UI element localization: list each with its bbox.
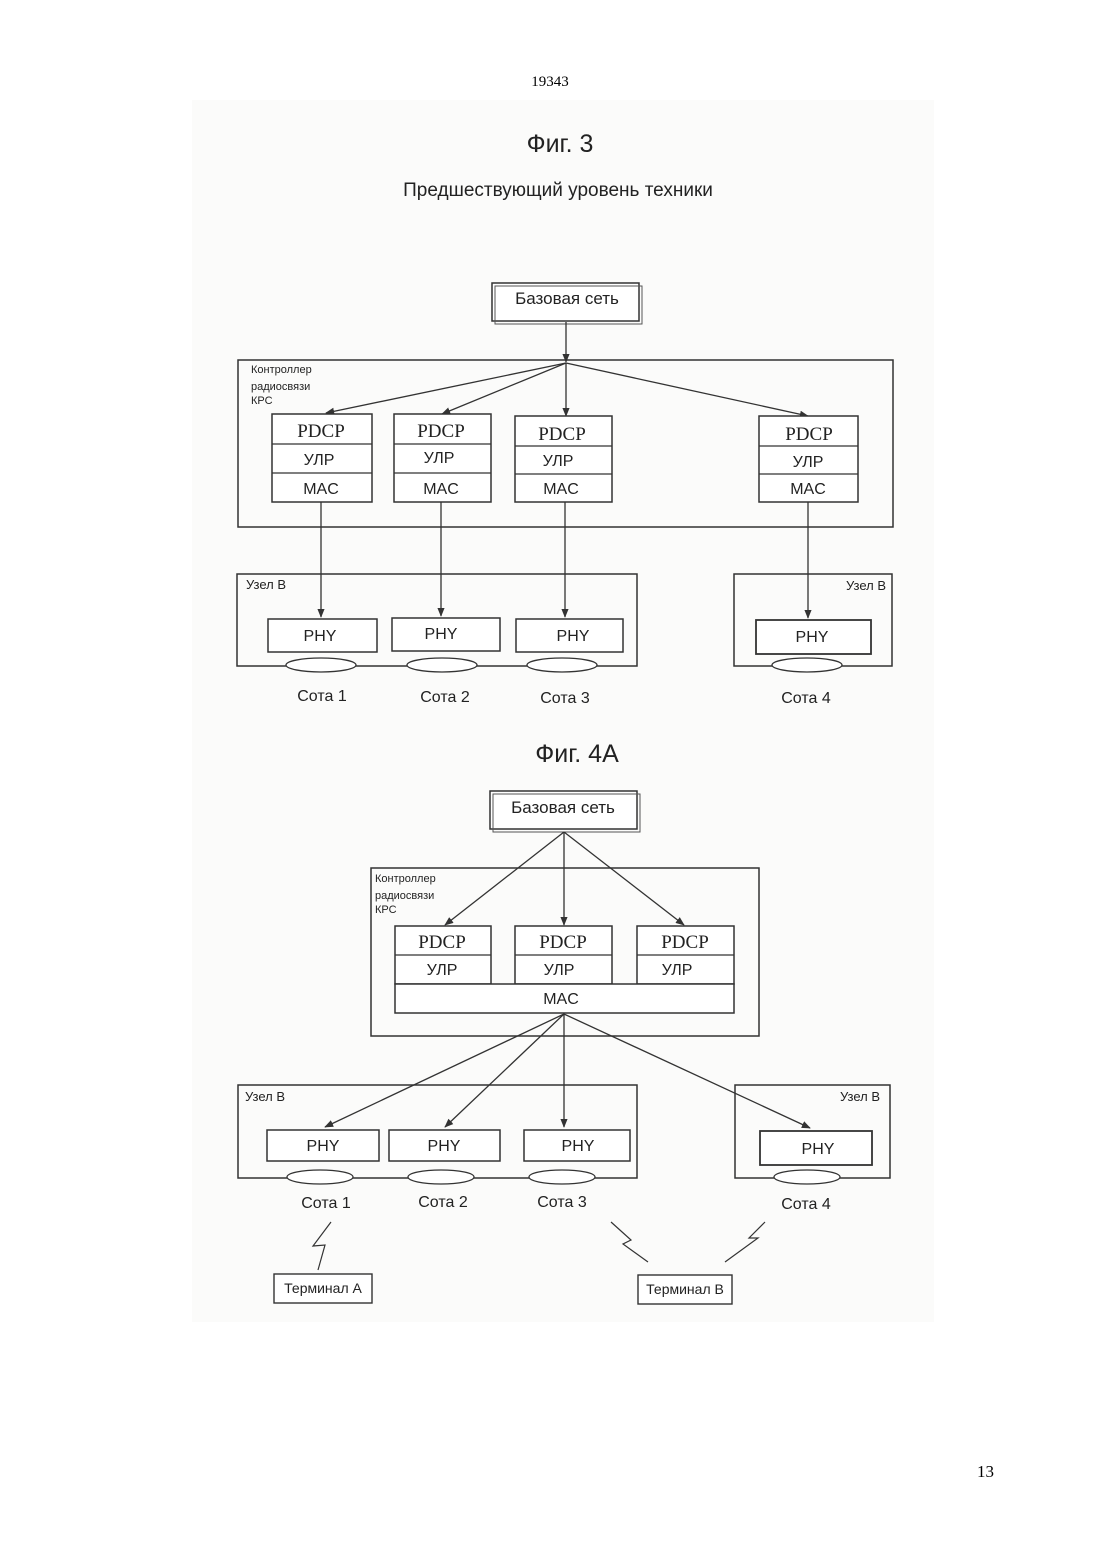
fig4a-cell-2-antenna <box>408 1170 474 1184</box>
fig4a-pdcp-2: PDCP <box>539 932 587 953</box>
figure-4a: Фиг. 4А Базовая сеть Контроллер радиосвя… <box>238 740 890 1304</box>
fig3-pdcp-3: PDCP <box>538 424 586 445</box>
fig4a-phy-3: PHY <box>524 1130 630 1161</box>
fig4a-protocol-stack-2: PDCP УЛР <box>515 926 612 984</box>
fig3-cell-1-label: Сота 1 <box>297 688 347 705</box>
fig3-core-network-box: Базовая сеть <box>492 283 642 324</box>
fig3-phy-1: PHY <box>268 619 377 652</box>
fig4a-node-b-left-label: Узел В <box>245 1089 285 1104</box>
svg-text:PHY: PHY <box>304 628 337 645</box>
fig4a-protocol-stack-1: PDCP УЛР <box>395 926 491 984</box>
fig3-cell-3-label: Сота 3 <box>540 690 590 707</box>
fig3-protocol-stack-4: PDCP УЛР MAC <box>759 416 858 502</box>
fig3-cell-2-antenna <box>407 658 477 672</box>
fig4a-phy-4: PHY <box>760 1131 872 1165</box>
fig3-cell-antennas <box>286 658 842 672</box>
fig3-cell-3-antenna <box>527 658 597 672</box>
fig4a-phy-2: PHY <box>389 1130 500 1161</box>
fig4a-terminal-a: Терминал А <box>274 1274 372 1303</box>
fig4a-cell-3-label: Сота 3 <box>537 1194 587 1211</box>
fig3-protocol-stack-1: PDCP УЛР MAC <box>272 414 372 502</box>
figure-3: Фиг. 3 Предшествующий уровень техники Ба… <box>237 130 893 707</box>
fig4a-phy-1: PHY <box>267 1130 379 1161</box>
fig4a-cell-4-antenna <box>774 1170 840 1184</box>
svg-text:PHY: PHY <box>802 1141 835 1158</box>
fig3-mac-phy-arrows <box>321 502 808 618</box>
fig3-cell-1-antenna <box>286 658 356 672</box>
fig3-phy-4: PHY <box>756 620 871 654</box>
fig4a-cell-antennas <box>287 1170 840 1184</box>
fig3-node-b-right-label: Узел В <box>846 578 886 593</box>
fig4a-core-arrows <box>445 832 684 925</box>
fig3-mac-1: MAC <box>303 481 339 498</box>
fig4a-core-network-label: Базовая сеть <box>511 798 615 817</box>
fig4a-cell-1-label: Сота 1 <box>301 1195 351 1212</box>
svg-text:PHY: PHY <box>425 626 458 643</box>
fig3-phy-3: PHY <box>516 619 623 652</box>
fig4a-cell-3-antenna <box>529 1170 595 1184</box>
fig3-node-b-left-label: Узел В <box>246 577 286 592</box>
fig3-rlc-3: УЛР <box>543 453 574 470</box>
fig3-fanout-arrows <box>326 363 808 416</box>
fig4a-terminal-a-label: Терминал А <box>284 1280 362 1296</box>
fig4a-rlc-2: УЛР <box>544 962 575 979</box>
fig4a-radio-link-cell4-terminal-b <box>725 1222 765 1262</box>
fig3-cell-2-label: Сота 2 <box>420 689 470 706</box>
fig4a-shared-mac: MAC <box>395 984 734 1013</box>
fig3-rnc-label: Контроллер радиосвязи КРС <box>251 364 315 407</box>
fig4a-title: Фиг. 4А <box>535 740 619 768</box>
fig4a-cell-2-label: Сота 2 <box>418 1194 468 1211</box>
fig4a-core-network-box: Базовая сеть <box>490 791 640 832</box>
fig4a-mac-phy-arrows <box>325 1014 810 1128</box>
fig4a-radio-link-cell1-terminal-a <box>313 1222 331 1270</box>
svg-text:PHY: PHY <box>428 1138 461 1155</box>
fig3-cell-4-antenna <box>772 658 842 672</box>
fig3-rlc-4: УЛР <box>793 454 824 471</box>
fig4a-radio-link-cell3-terminal-b <box>611 1222 648 1262</box>
fig3-mac-4: MAC <box>790 481 826 498</box>
fig4a-terminal-b-label: Терминал В <box>646 1281 724 1297</box>
fig3-cell-4-label: Сота 4 <box>781 690 831 707</box>
fig4a-pdcp-1: PDCP <box>418 932 466 953</box>
fig3-core-network-label: Базовая сеть <box>515 289 619 308</box>
fig4a-pdcp-3: PDCP <box>661 932 709 953</box>
fig3-pdcp-4: PDCP <box>785 424 833 445</box>
svg-text:PHY: PHY <box>796 629 829 646</box>
fig4a-radio-links <box>313 1222 765 1270</box>
fig4a-node-b-right-label: Узел В <box>840 1089 880 1104</box>
fig3-rlc-1: УЛР <box>304 452 335 469</box>
fig4a-terminal-b: Терминал В <box>638 1275 732 1304</box>
fig3-pdcp-2: PDCP <box>417 421 465 442</box>
fig3-mac-2: MAC <box>423 481 459 498</box>
svg-text:PHY: PHY <box>557 628 590 645</box>
fig4a-rlc-3: УЛР <box>662 962 693 979</box>
fig3-protocol-stack-3: PDCP УЛР MAC <box>515 416 612 502</box>
fig3-phy-2: PHY <box>392 618 500 651</box>
svg-text:PHY: PHY <box>307 1138 340 1155</box>
fig3-protocol-stack-2: PDCP УЛР MAC <box>394 414 491 502</box>
fig4a-cell-1-antenna <box>287 1170 353 1184</box>
fig4a-mac-label: MAC <box>543 991 579 1008</box>
fig3-subtitle: Предшествующий уровень техники <box>403 180 713 201</box>
fig3-rlc-2: УЛР <box>424 450 455 467</box>
svg-text:PHY: PHY <box>562 1138 595 1155</box>
fig3-title: Фиг. 3 <box>527 130 594 158</box>
fig4a-protocol-stack-3: PDCP УЛР <box>637 926 734 984</box>
fig4a-rlc-1: УЛР <box>427 962 458 979</box>
fig4a-rnc-label: Контроллер радиосвязи КРС <box>375 873 439 916</box>
fig4a-cell-4-label: Сота 4 <box>781 1196 831 1213</box>
fig3-pdcp-1: PDCP <box>297 421 345 442</box>
fig3-mac-3: MAC <box>543 481 579 498</box>
